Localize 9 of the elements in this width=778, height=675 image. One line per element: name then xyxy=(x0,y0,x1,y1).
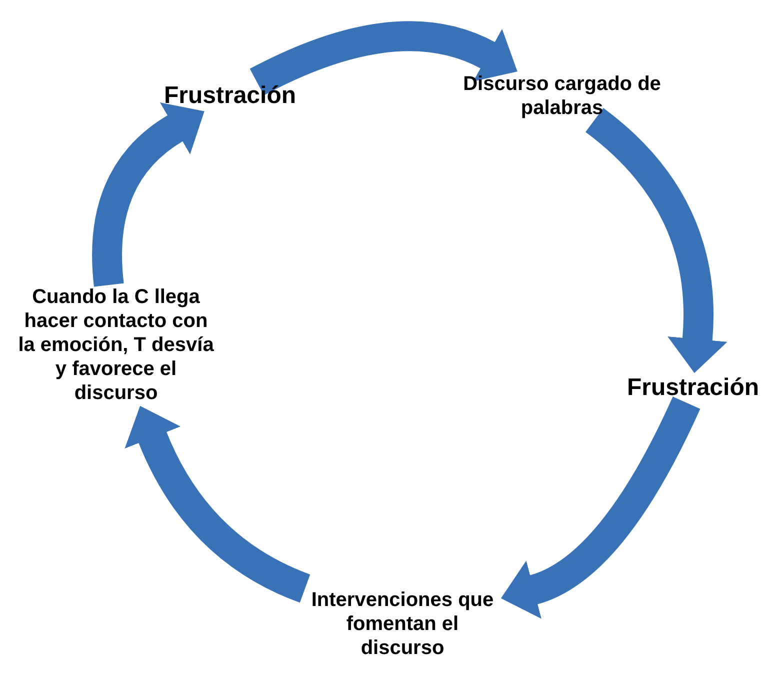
cycle-step-label: Cuando la C llega hacer contacto con la emoción, T desvía y favorece el discurso xyxy=(18,286,214,404)
cycle-step-label: Frustración xyxy=(626,374,760,401)
curved-arrow xyxy=(125,406,311,603)
curved-arrow xyxy=(585,108,728,374)
cycle-step-label: Frustración xyxy=(164,82,296,109)
cycle-step-label: Discurso cargado de palabras xyxy=(463,73,661,119)
cycle-step-label: Intervenciones que fomentan el discurso xyxy=(311,589,494,659)
curved-arrow xyxy=(250,21,518,96)
curved-arrow xyxy=(502,396,700,618)
